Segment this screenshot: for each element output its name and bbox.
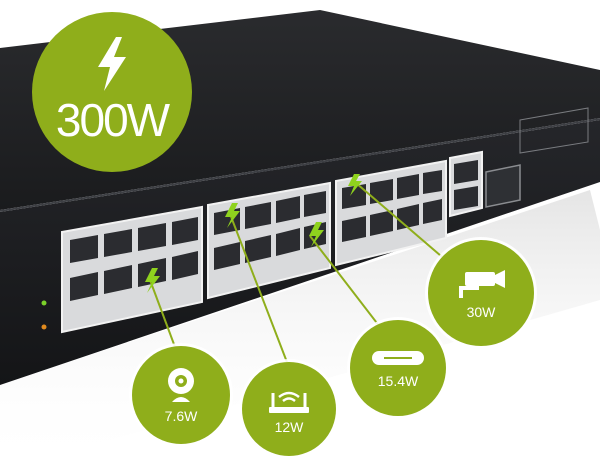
webcam-power-label: 7.6W bbox=[164, 408, 198, 424]
sfp-slot bbox=[485, 164, 521, 208]
active-port-lightning-icons bbox=[145, 174, 362, 293]
router-power-label: 12W bbox=[274, 419, 304, 435]
dip-switch-panel bbox=[519, 107, 589, 154]
access-point-power-label: 15.4W bbox=[377, 373, 419, 389]
lightning-bolt-icon bbox=[98, 37, 126, 91]
power-led bbox=[41, 300, 47, 306]
webcam-power-badge: 7.6W bbox=[132, 346, 230, 444]
webcam-icon bbox=[168, 368, 194, 402]
total-power-label: 300W bbox=[55, 94, 170, 146]
access-point-icon bbox=[372, 351, 424, 365]
router-power-badge: 12W bbox=[242, 362, 336, 456]
connector-lines bbox=[149, 182, 456, 371]
camera-power-badge: 30W bbox=[428, 240, 534, 346]
wifi-router-icon bbox=[269, 391, 309, 413]
security-camera-icon bbox=[459, 270, 505, 298]
poe-max-led bbox=[41, 324, 47, 330]
access-point-power-badge: 15.4W bbox=[350, 320, 446, 416]
total-power-badge: 300W bbox=[32, 12, 192, 172]
camera-power-label: 30W bbox=[466, 304, 496, 320]
